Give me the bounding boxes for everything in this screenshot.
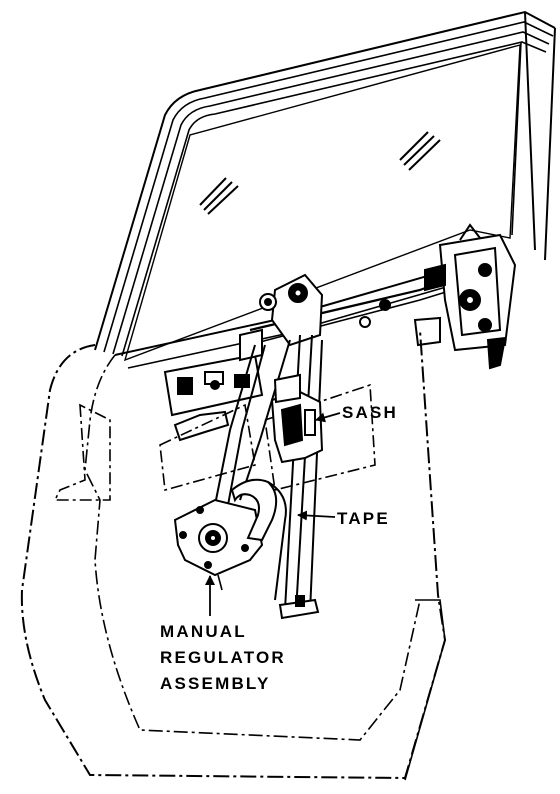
label-sash: SASH [342,403,399,422]
door-outer-outline [20,329,447,780]
left-bracket [163,328,264,442]
belt-line-lower [127,269,506,369]
regulator-tape [214,339,291,506]
door-latch [413,223,517,370]
sash-bracket [270,373,324,464]
sash-carrier [259,273,324,347]
label-manual: MANUAL [160,622,247,641]
track-pulley [379,299,391,311]
tape-leader [297,510,336,521]
window-glass [123,44,521,362]
access-panel-right [264,383,376,491]
door-recess [53,403,111,501]
access-panel-left [159,403,256,492]
label-regulator: REGULATOR [160,648,286,667]
tape-channel [267,481,287,601]
door-inner-outline [84,354,421,741]
label-assembly: ASSEMBLY [160,674,271,693]
door-bottom-edge [404,599,446,781]
manual-regulator [173,478,278,591]
window-frame [94,10,556,357]
sash-leader [315,412,341,423]
glass-reflection [199,131,441,215]
label-tape: TAPE [337,509,390,528]
